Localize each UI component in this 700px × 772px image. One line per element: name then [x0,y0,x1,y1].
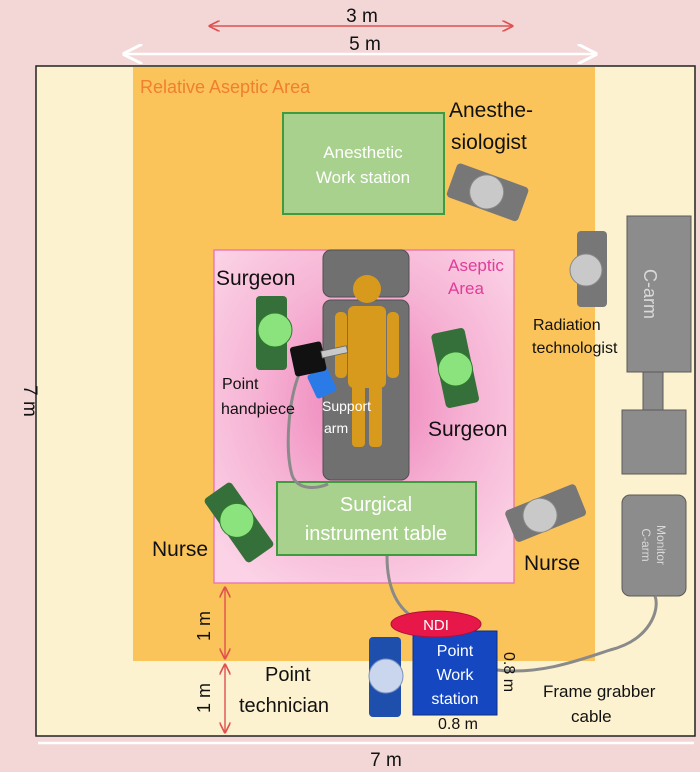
handpiece-cable [286,371,329,489]
radiation-technologist-label-line2: technologist [532,340,618,357]
frame-grabber-label-line2: cable [571,707,612,726]
point-handpiece-label-line1: Point [222,376,259,393]
dim-7m-bottom-label: 7 m [370,750,402,771]
ndi-tracker [390,610,482,638]
aseptic-area-label-line1: Aseptic [448,256,504,275]
anesthetic-ws-label-line2: Work station [316,168,410,187]
point-handpiece-label-line2: handpiece [221,401,295,418]
c-arm-monitor-label-line2: Monitor [654,525,668,565]
nurse-right-label: Nurse [524,552,580,575]
support-arm-label-line1: Support [322,398,371,414]
station-width-label: 0.8 m [438,716,478,733]
surgeon-right-figure [431,328,479,408]
dim-5m-label: 5 m [349,34,381,55]
aseptic-area-label-line2: Area [448,279,484,298]
c-arm [621,215,692,475]
dim-1m-lower-label: 1 m [194,683,214,713]
ndi-label: NDI [423,617,449,634]
point-technician-label-line1: Point [265,664,311,686]
relative-aseptic-area-label: Relative Aseptic Area [140,77,311,97]
frame-grabber-cable [496,595,658,673]
point-work-station [412,630,498,716]
nurse-left-figure [204,482,274,563]
dim-7m-left-label: 7 m [19,385,40,417]
point-ws-label-line1: Point [437,643,474,660]
anesthetic-ws-label-line1: Anesthetic [323,143,403,162]
nurse-left-label: Nurse [152,538,208,561]
radiation-technologist-figure [569,231,607,307]
surgeon-left-figure [256,296,293,370]
radiation-technologist-label-line1: Radiation [533,317,601,334]
c-arm-label: C-arm [640,269,660,319]
instrument-table-label-line2: instrument table [305,523,447,545]
frame-grabber-label-line1: Frame grabber [543,682,656,701]
point-ws-label-line3: station [431,691,478,708]
surgical-instrument-table [276,481,477,556]
c-arm-monitor-label-line1: C-arm [639,528,653,561]
surgeon-right-label: Surgeon [428,418,507,441]
c-arm-monitor [621,494,687,597]
point-handpiece [289,341,349,377]
anesthesiologist-label-line2: siologist [451,131,527,154]
nurse-right-figure [505,484,587,542]
anesthesiologist-label-line1: Anesthe- [449,99,533,122]
patient-figure [335,275,399,447]
surgeon-top-label: Surgeon [216,267,295,290]
dim-3m-label: 3 m [346,6,378,27]
point-technician-figure [368,637,404,717]
instrument-table-label-line1: Surgical [340,494,412,516]
support-arm [307,367,337,399]
dim-1m-upper-label: 1 m [194,611,214,641]
station-height-label: 0.8 m [500,652,517,692]
point-technician-label-line2: technician [239,695,329,717]
point-ws-label-line2: Work [436,667,474,684]
anesthesiologist-figure [446,163,529,222]
support-arm-label-line2: arm [324,420,348,436]
anesthetic-work-station [282,112,445,215]
